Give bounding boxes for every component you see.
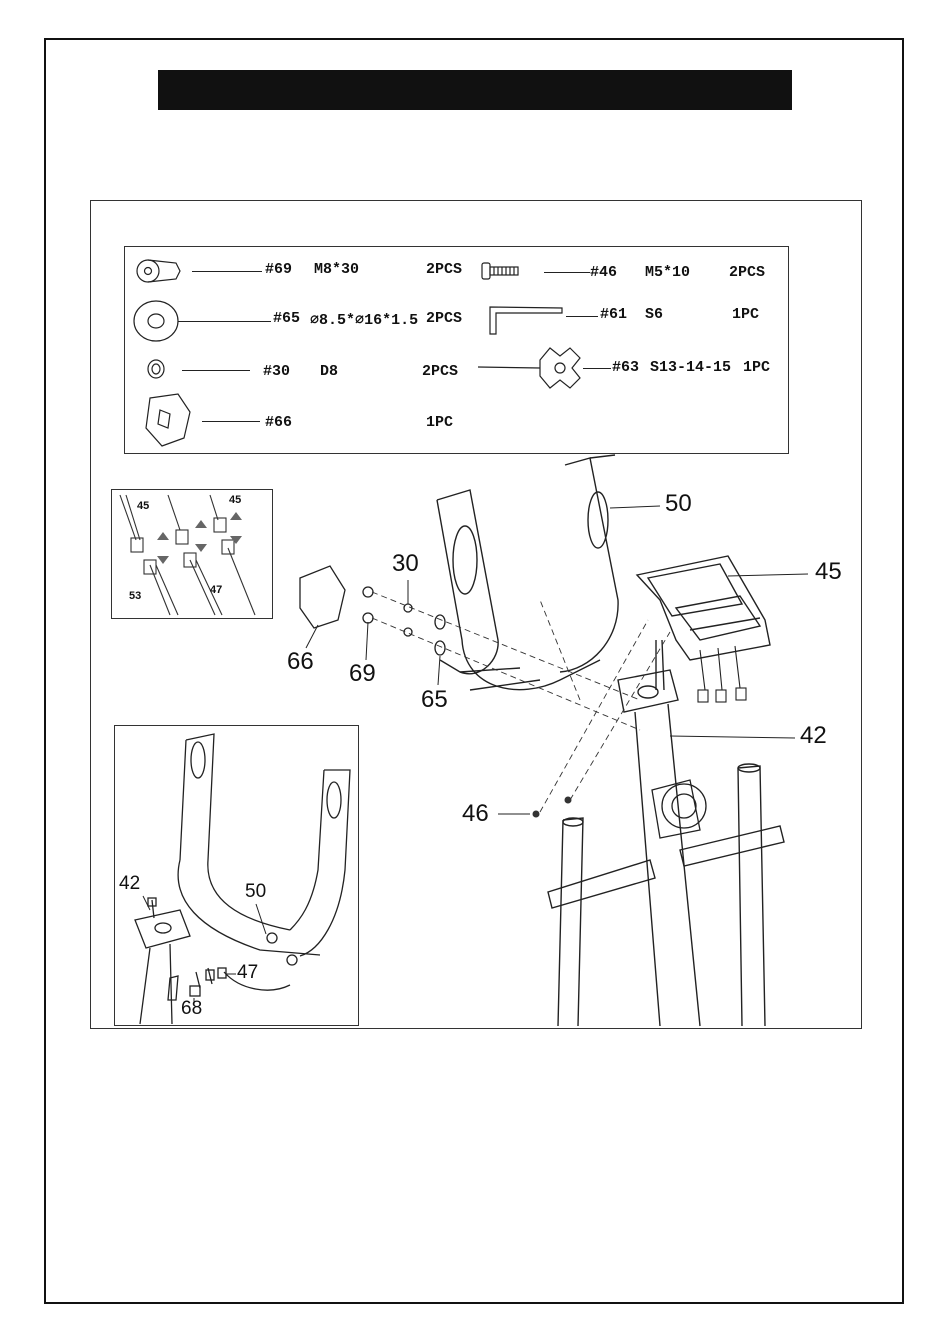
bolt-icon [137, 260, 180, 282]
detail-label-68: 68 [181, 998, 202, 1020]
callout-66: 66 [287, 648, 314, 676]
callout-45: 45 [815, 558, 842, 586]
cover-icon [146, 394, 190, 446]
spring-washer-icon [148, 360, 164, 378]
callout-65: 65 [421, 686, 448, 714]
inset-label-45-a: 45 [137, 500, 149, 512]
flat-washer-icon [134, 301, 178, 341]
inset-label-53: 53 [129, 590, 141, 602]
inset-label-47: 47 [210, 584, 222, 596]
callout-50: 50 [665, 490, 692, 518]
callout-42: 42 [800, 722, 827, 750]
detail-label-47: 47 [237, 962, 258, 984]
callout-30: 30 [392, 550, 419, 578]
wrench-screwdriver-icon [478, 348, 580, 388]
callout-69: 69 [349, 660, 376, 688]
detail-label-50: 50 [245, 881, 266, 903]
screw-icon [482, 263, 518, 279]
detail-label-42: 42 [119, 873, 140, 895]
allen-key-icon [490, 307, 562, 334]
inset-label-45-b: 45 [229, 494, 241, 506]
callout-46: 46 [462, 800, 489, 828]
